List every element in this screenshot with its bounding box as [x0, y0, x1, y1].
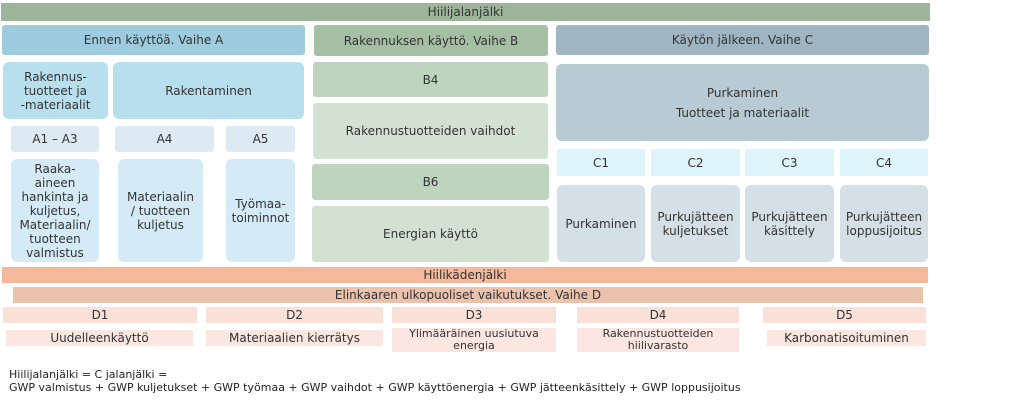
module-code-c4: C4: [840, 149, 928, 176]
line: Materiaalin/: [19, 217, 91, 232]
module-desc: Uudelleenkäyttö: [50, 331, 149, 345]
module-desc: Karbonatisoituminen: [784, 331, 909, 345]
module-code-a1-a3: A1 – A3: [11, 126, 99, 152]
phase-b-header: Rakennuksen käyttö. Vaihe B: [314, 25, 548, 56]
module-code-a4: A4: [115, 126, 214, 152]
line: Rakennustuotteiden: [602, 327, 714, 340]
module-code: C2: [687, 155, 704, 170]
phase-a-group-materials: Rakennus-tuotteet ja-materiaalit: [3, 62, 108, 119]
line: / tuotteen: [130, 203, 191, 218]
line: käsittely: [764, 223, 815, 238]
module-code: A1 – A3: [32, 132, 78, 146]
line: Purkujätteen: [845, 209, 923, 224]
module-code: D3: [465, 308, 483, 322]
module-desc-d3: Ylimääräinen uusiutuva energia: [392, 328, 556, 352]
phase-b-header-label: Rakennuksen käyttö. Vaihe B: [343, 33, 519, 48]
module-code: A4: [156, 132, 173, 146]
module-desc-d5: Karbonatisoituminen: [767, 330, 926, 346]
phase-a-group-construction: Rakentaminen: [113, 62, 304, 119]
line: aineen: [34, 175, 76, 190]
phase-c-header-label: Käytön jälkeen. Vaihe C: [671, 33, 814, 47]
line: Ylimääräinen uusiutuva: [409, 327, 539, 340]
module-code: B6: [422, 175, 439, 189]
module-desc-c1: Purkaminen: [557, 185, 645, 262]
carbon-handprint-label: Hiilikädenjälki: [423, 268, 507, 282]
module-code-a5: A5: [226, 126, 295, 152]
module-code-c1: C1: [557, 149, 645, 176]
phase-a-header-label: Ennen käyttöä. Vaihe A: [83, 33, 224, 47]
line: Raaka-: [34, 161, 76, 176]
module-code-c2: C2: [651, 149, 740, 176]
line: hiilivarasto: [627, 339, 689, 352]
module-desc-d4: Rakennustuotteiden hiilivarasto: [577, 328, 739, 352]
module-desc-b4: Rakennustuotteiden vaihdot: [313, 103, 548, 159]
module-desc-a5: Työmaa- toiminnot: [226, 159, 295, 262]
line: Tuotteet ja materiaalit: [675, 105, 810, 120]
module-desc: Materiaalien kierrätys: [229, 331, 360, 345]
module-code: D2: [286, 308, 303, 322]
module-code-b4: B4: [313, 62, 548, 97]
line: -materiaalit: [20, 97, 91, 112]
line: Materiaalin: [126, 189, 195, 204]
module-desc-c4: Purkujätteen loppusijoitus: [840, 185, 928, 262]
module-code: D1: [91, 308, 109, 322]
module-desc-d2: Materiaalien kierrätys: [206, 330, 383, 346]
line: Purkaminen: [565, 216, 637, 231]
module-code-b6: B6: [312, 164, 549, 200]
line: hankinta ja: [21, 189, 89, 204]
module-code: C4: [875, 155, 892, 170]
line: Purkaminen: [706, 85, 779, 100]
footprint-formula: Hiilijalanjälki = C jalanjälki = GWP val…: [9, 368, 741, 394]
line: Purkujätteen: [751, 209, 828, 224]
line: Työmaa-: [235, 196, 286, 211]
line: tuotteen: [29, 231, 81, 246]
module-code-d1: D1: [3, 307, 197, 323]
group-label: Rakentaminen: [165, 83, 252, 98]
phase-a-header: Ennen käyttöä. Vaihe A: [2, 25, 305, 55]
line: tuotteet ja: [23, 83, 88, 98]
module-code: D4: [649, 308, 667, 322]
line: valmistus: [26, 245, 84, 260]
module-desc-c2: Purkujätteen kuljetukset: [651, 185, 740, 262]
carbon-footprint-bar: Hiilijalanjälki: [1, 3, 930, 21]
module-code: C3: [781, 155, 798, 170]
module-code: B4: [422, 72, 439, 87]
line: loppusijoitus: [846, 223, 922, 238]
module-code-d5: D5: [763, 307, 926, 323]
line: toiminnot: [231, 210, 290, 225]
line: kuljetukset: [662, 223, 729, 238]
carbon-footprint-label: Hiilijalanjälki: [427, 5, 504, 19]
module-desc-c3: Purkujätteen käsittely: [745, 185, 834, 262]
line: Rakennus-: [24, 69, 87, 84]
line: Purkujätteen: [657, 209, 734, 224]
phase-d-header-label: Elinkaaren ulkopuoliset vaikutukset. Vai…: [334, 288, 602, 302]
carbon-handprint-bar: Hiilikädenjälki: [2, 267, 928, 283]
line: kuljetus,: [29, 203, 81, 218]
module-code: D5: [836, 308, 853, 322]
module-desc-a4: Materiaalin / tuotteen kuljetus: [118, 159, 203, 262]
module-desc-a1-a3: Raaka- aineen hankinta ja kuljetus, Mate…: [11, 159, 99, 262]
module-code-d2: D2: [206, 307, 383, 323]
module-desc: Energian käyttö: [383, 227, 478, 241]
module-code-d3: D3: [392, 307, 556, 323]
phase-c-header: Käytön jälkeen. Vaihe C: [556, 25, 929, 55]
phase-d-header: Elinkaaren ulkopuoliset vaikutukset. Vai…: [13, 287, 923, 303]
line: energia: [453, 339, 495, 352]
module-code: C1: [592, 155, 609, 170]
phase-c-group-demolition: Purkaminen Tuotteet ja materiaalit: [556, 64, 929, 141]
module-code-d4: D4: [577, 307, 739, 323]
line: kuljetus: [137, 217, 184, 232]
formula-line-1: Hiilijalanjälki = C jalanjälki =: [9, 368, 168, 381]
formula-line-2: GWP valmistus + GWP kuljetukset + GWP ty…: [9, 381, 741, 394]
module-code-c3: C3: [745, 149, 834, 176]
module-desc-b6: Energian käyttö: [312, 206, 549, 262]
module-desc-d1: Uudelleenkäyttö: [6, 330, 193, 346]
module-code: A5: [252, 132, 269, 146]
module-desc: Rakennustuotteiden vaihdot: [345, 124, 516, 138]
